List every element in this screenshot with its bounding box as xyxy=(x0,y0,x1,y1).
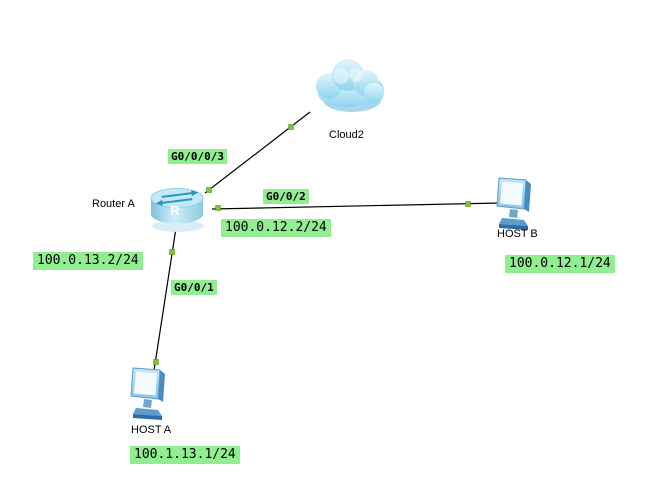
node-cloud2[interactable] xyxy=(305,52,393,114)
monitor-base-front xyxy=(499,224,528,230)
node-hostB[interactable] xyxy=(492,176,538,234)
monitor-base-top xyxy=(499,218,528,226)
cloud-highlight xyxy=(333,68,363,84)
node-label-cloud2: Cloud2 xyxy=(329,129,364,141)
node-label-hostA: HOST A xyxy=(131,424,172,436)
monitor-screen xyxy=(500,181,523,206)
monitor-screen xyxy=(134,371,157,396)
cloud-body xyxy=(316,59,384,107)
router-icon: R xyxy=(150,188,204,232)
host-icon xyxy=(130,367,165,420)
endpoint-hostA-side xyxy=(153,359,159,365)
endpoint-routerA-side-cloud xyxy=(206,187,212,193)
node-hostA[interactable] xyxy=(126,366,172,424)
host-icon xyxy=(496,177,531,230)
node-routerA[interactable]: R xyxy=(148,183,206,233)
node-label-hostB: HOST B xyxy=(497,228,538,240)
node-label-routerA: Router A xyxy=(92,198,135,210)
endpoint-cloud2-side xyxy=(288,124,294,130)
ip-label-routerA-g002[interactable]: 100.0.12.2/24 xyxy=(221,219,331,237)
ip-label-hostA[interactable]: 100.1.13.1/24 xyxy=(130,446,240,464)
interface-label-g0-0-0-3[interactable]: G0/0/0/3 xyxy=(168,149,227,164)
monitor-base-front xyxy=(133,414,162,420)
monitor-neck xyxy=(509,209,518,218)
router-arrows-icon xyxy=(155,190,199,206)
link-routerA-hostB[interactable] xyxy=(211,202,501,210)
endpoint-hostB-side xyxy=(465,201,471,207)
ip-label-routerA-g001[interactable]: 100.0.13.2/24 xyxy=(33,252,143,270)
router-glyph: R xyxy=(170,203,180,218)
interface-label-g0-0-1[interactable]: G0/0/1 xyxy=(171,280,217,295)
interface-label-g0-0-2[interactable]: G0/0/2 xyxy=(263,189,309,204)
endpoint-routerA-side-hostA xyxy=(169,249,175,255)
cloud-icon xyxy=(316,59,384,112)
monitor-neck xyxy=(143,399,152,408)
endpoint-routerA-side-hostB xyxy=(215,205,221,211)
router-ground-shadow xyxy=(152,220,204,232)
ip-label-hostB[interactable]: 100.0.12.1/24 xyxy=(505,255,615,273)
monitor-base-top xyxy=(133,408,162,416)
